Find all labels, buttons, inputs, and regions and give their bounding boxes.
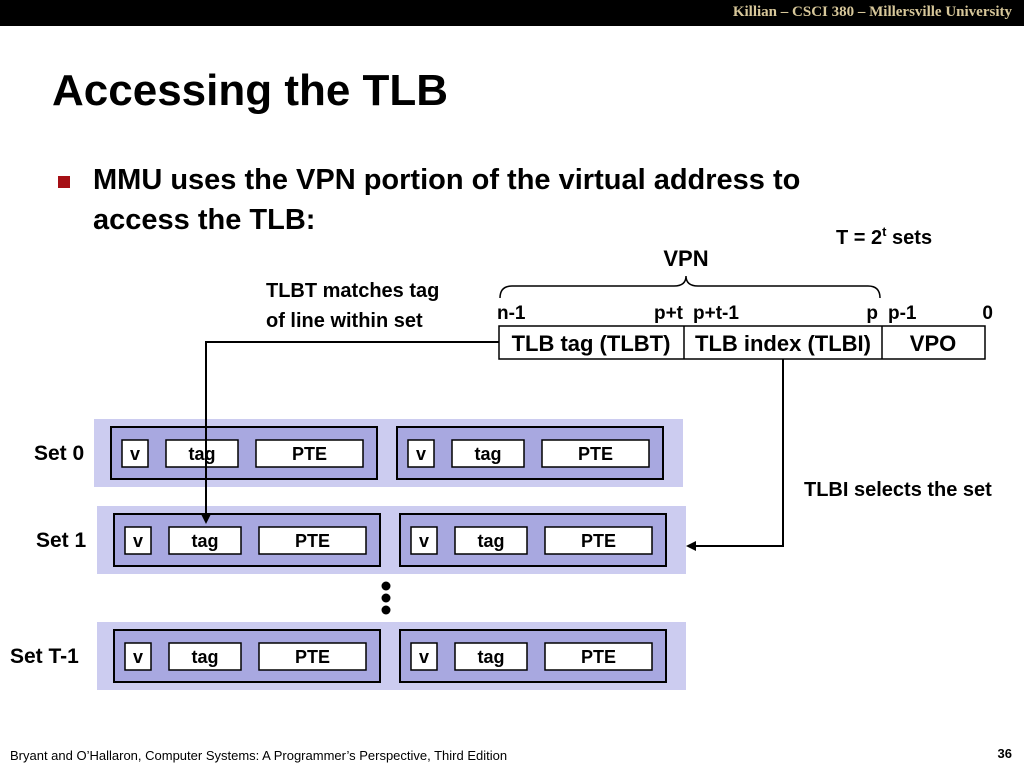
pte-field-box bbox=[544, 526, 653, 555]
bit-label-p-plus-t-minus-1: p+t-1 bbox=[693, 303, 739, 324]
tlbt-note-line-1: TLBT matches tag bbox=[266, 280, 439, 302]
pte-field: PTE bbox=[295, 531, 330, 551]
slide-title: Accessing the TLB bbox=[52, 66, 449, 115]
valid-bit-box bbox=[410, 526, 438, 555]
valid-bit: v bbox=[133, 647, 143, 667]
valid-bit: v bbox=[130, 444, 140, 464]
pte-field-box bbox=[258, 642, 367, 671]
tag-field: tag bbox=[478, 531, 505, 551]
tag-field: tag bbox=[192, 531, 219, 551]
tlb-set-row: Set 1 v tag PTE v tag PTE bbox=[36, 506, 686, 574]
valid-bit-box bbox=[124, 642, 152, 671]
vpn-brace bbox=[499, 275, 881, 299]
bit-label-zero: 0 bbox=[982, 303, 993, 324]
valid-bit-box bbox=[410, 642, 438, 671]
valid-bit: v bbox=[416, 444, 426, 464]
pte-field-box bbox=[541, 439, 650, 468]
pte-field-box bbox=[255, 439, 364, 468]
tag-field-box bbox=[168, 526, 242, 555]
bullet-text: MMU uses the VPN portion of the virtual … bbox=[93, 164, 801, 236]
tag-field: tag bbox=[189, 444, 216, 464]
virtual-address-box bbox=[498, 325, 986, 360]
vpn-label: VPN bbox=[663, 246, 708, 271]
bit-label-p: p bbox=[866, 303, 878, 324]
tlb-set-row: Set 0 v tag PTE v tag PTE bbox=[34, 419, 683, 487]
tlbi-note: TLBI selects the set bbox=[804, 479, 992, 501]
tag-field: tag bbox=[475, 444, 502, 464]
vpo-field: VPO bbox=[910, 331, 956, 356]
valid-bit: v bbox=[419, 531, 429, 551]
bit-label-n-minus-1: n-1 bbox=[497, 303, 526, 324]
tlbt-note-line-2: of line within set bbox=[266, 310, 423, 332]
footer-credit: Bryant and O’Hallaron, Computer Systems:… bbox=[10, 748, 508, 763]
set-label: Set 1 bbox=[36, 529, 87, 552]
pte-field: PTE bbox=[292, 444, 327, 464]
tag-field: tag bbox=[192, 647, 219, 667]
tlbi-field: TLB index (TLBI) bbox=[695, 331, 871, 356]
course-label: Killian – CSCI 380 – Millersville Univer… bbox=[732, 4, 1012, 20]
bit-label-p-minus-1: p-1 bbox=[888, 303, 917, 324]
valid-bit-box bbox=[124, 526, 152, 555]
valid-bit-box bbox=[121, 439, 149, 468]
set-label: Set 0 bbox=[34, 442, 84, 465]
pte-field-box bbox=[258, 526, 367, 555]
bullet-square-icon bbox=[58, 176, 70, 188]
sets-note: T = 2t sets bbox=[836, 224, 932, 249]
tag-field-box bbox=[454, 642, 528, 671]
set-label: Set T-1 bbox=[10, 645, 79, 668]
tlbt-field: TLB tag (TLBT) bbox=[512, 331, 671, 356]
tlbt-match-arrow bbox=[201, 341, 499, 524]
ellipsis-dot bbox=[381, 593, 391, 603]
pte-field: PTE bbox=[581, 647, 616, 667]
tag-field-box bbox=[451, 439, 525, 468]
tlb-set-row: Set T-1 v tag PTE v tag PTE bbox=[10, 622, 686, 690]
header-bar: Killian – CSCI 380 – Millersville Univer… bbox=[0, 0, 1024, 26]
tag-field-box bbox=[454, 526, 528, 555]
pte-field: PTE bbox=[581, 531, 616, 551]
valid-bit: v bbox=[419, 647, 429, 667]
pte-field: PTE bbox=[295, 647, 330, 667]
pte-field-box bbox=[544, 642, 653, 671]
ellipsis-dot bbox=[381, 605, 391, 615]
page-number: 36 bbox=[997, 746, 1012, 761]
tag-field-box bbox=[168, 642, 242, 671]
valid-bit: v bbox=[133, 531, 143, 551]
ellipsis-dot bbox=[381, 581, 391, 591]
tag-field-box bbox=[165, 439, 239, 468]
tag-field: tag bbox=[478, 647, 505, 667]
bit-label-p-plus-t: p+t bbox=[654, 303, 684, 324]
pte-field: PTE bbox=[578, 444, 613, 464]
valid-bit-box bbox=[407, 439, 435, 468]
tlbi-select-arrow bbox=[686, 359, 784, 551]
